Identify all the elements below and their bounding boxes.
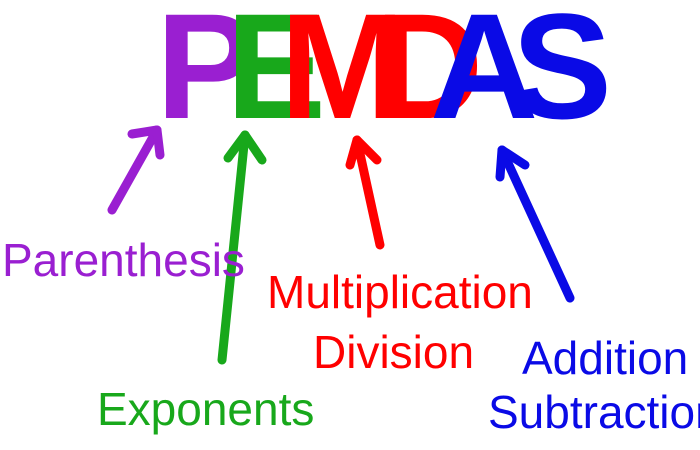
title-letter-a: A	[430, 0, 535, 150]
label-addition: Addition	[522, 332, 688, 384]
title-letter-p: P	[156, 0, 251, 150]
label-exponents: Exponents	[97, 383, 314, 435]
title-letter-e: E	[226, 0, 321, 150]
title-letter-d: D	[375, 0, 478, 150]
arrow-parenthesis	[107, 125, 165, 215]
label-subtraction: Subtraction	[488, 386, 700, 438]
arrow-multiplication	[345, 135, 385, 250]
label-multiplication: Multiplication	[267, 266, 533, 318]
arrow-addition	[495, 145, 575, 303]
title-letter-m: M	[280, 0, 399, 150]
title-letter-s: S	[512, 0, 607, 150]
arrow-exponents	[217, 130, 267, 365]
label-division: Division	[313, 326, 474, 378]
label-parenthesis: Parenthesis	[2, 234, 245, 286]
